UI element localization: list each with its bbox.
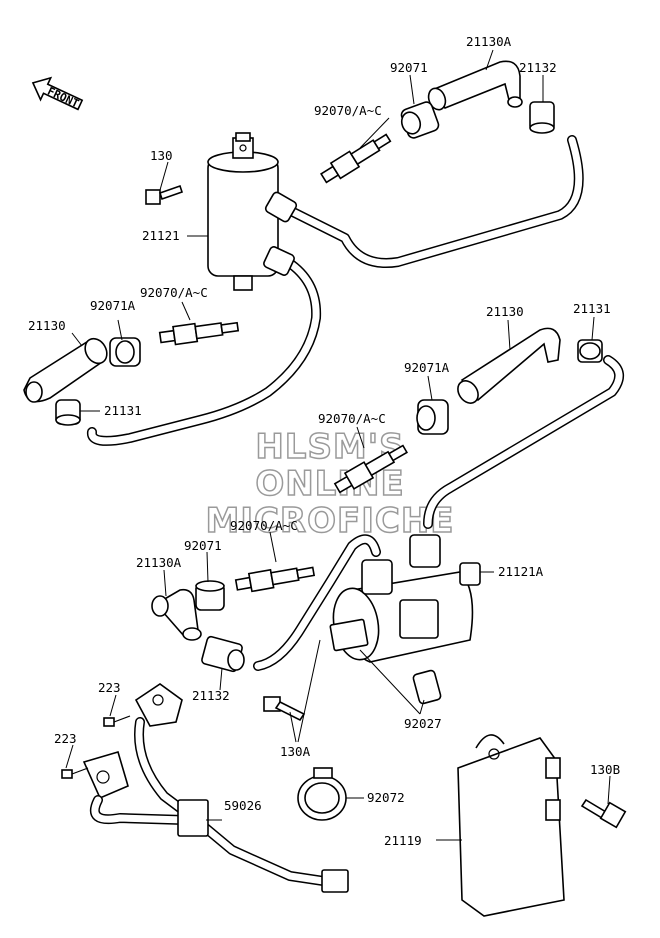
label-21132-upper: 21132 xyxy=(519,60,557,75)
screw-223-upper xyxy=(103,715,131,727)
label-92070-lower: 92070/A~C xyxy=(230,518,298,533)
label-92072: 92072 xyxy=(367,790,405,805)
ring-92071-lower xyxy=(195,580,225,611)
watermark-line3: MICROFICHE xyxy=(205,501,454,541)
label-223-lower: 223 xyxy=(54,731,77,746)
label-130: 130 xyxy=(150,148,173,163)
ht-lead-upper-right xyxy=(264,135,584,268)
ring-92071-upper xyxy=(400,101,440,139)
ht-lead-lower xyxy=(253,534,381,671)
plug-cap-21130A-lower xyxy=(151,588,202,641)
leader-lines xyxy=(65,49,611,841)
label-92070-upper: 92070/A~C xyxy=(314,103,382,118)
label-21131-right: 21131 xyxy=(573,301,611,316)
cap-21131-right xyxy=(577,339,603,363)
igniter-21119 xyxy=(457,734,565,917)
label-21130A-upper: 21130A xyxy=(466,34,512,49)
cap-21132-upper xyxy=(529,101,555,134)
bolt-130 xyxy=(145,184,184,205)
pickup-sensor-upper xyxy=(134,683,183,727)
ht-lead-right xyxy=(423,355,624,529)
harness-59026 xyxy=(89,717,349,893)
plug-cap-21130-right xyxy=(457,327,561,404)
label-130A: 130A xyxy=(280,744,311,759)
cap-21131-left xyxy=(55,399,81,426)
spark-plug-92070-lower xyxy=(234,566,316,593)
label-92071-lower: 92071 xyxy=(184,538,222,553)
ht-lead-upper-left xyxy=(87,246,322,446)
label-21119: 21119 xyxy=(384,833,422,848)
label-130B: 130B xyxy=(590,762,620,777)
label-21130A-lower: 21130A xyxy=(136,555,182,570)
plug-cap-21130-left xyxy=(23,337,108,403)
ring-92071A-left xyxy=(109,337,141,367)
part-labels: 130 21121 92070/A~C 92071 21130A 21132 2… xyxy=(28,34,620,848)
cap-21132-lower xyxy=(201,635,245,673)
pickup-sensor-lower xyxy=(82,751,129,800)
bolt-130B xyxy=(580,798,627,829)
spark-plug-92070-right xyxy=(333,444,409,494)
label-92070-left: 92070/A~C xyxy=(140,285,208,300)
label-92071A-right: 92071A xyxy=(404,360,450,375)
label-21121: 21121 xyxy=(142,228,180,243)
label-92071A-left: 92071A xyxy=(90,298,136,313)
label-21130-right: 21130 xyxy=(486,304,524,319)
label-92070-right: 92070/A~C xyxy=(318,411,386,426)
sleeve-92027 xyxy=(412,669,442,705)
label-92071-upper: 92071 xyxy=(390,60,428,75)
ignition-coil-21121A xyxy=(329,534,481,663)
screw-223-lower xyxy=(61,767,89,779)
front-arrow-icon: FRONT xyxy=(31,76,84,111)
label-21121A: 21121A xyxy=(498,564,544,579)
label-21131-left: 21131 xyxy=(104,403,142,418)
plug-cap-21130A-upper xyxy=(427,60,523,111)
clamp-92072 xyxy=(297,767,347,821)
ignition-coil-21121 xyxy=(207,132,279,291)
ring-92071A-right xyxy=(416,399,449,435)
label-21132-lower: 21132 xyxy=(192,688,230,703)
front-label: FRONT xyxy=(45,85,81,111)
label-92027: 92027 xyxy=(404,716,442,731)
label-223-upper: 223 xyxy=(98,680,121,695)
spark-plug-92070-left xyxy=(158,321,240,346)
label-21130-left: 21130 xyxy=(28,318,66,333)
bolt-130A xyxy=(263,696,306,722)
label-59026: 59026 xyxy=(224,798,262,813)
spark-plug-92070-upper xyxy=(320,133,392,184)
watermark-line1: HLSM'S xyxy=(255,427,404,467)
watermark-line2: ONLINE xyxy=(255,464,404,504)
